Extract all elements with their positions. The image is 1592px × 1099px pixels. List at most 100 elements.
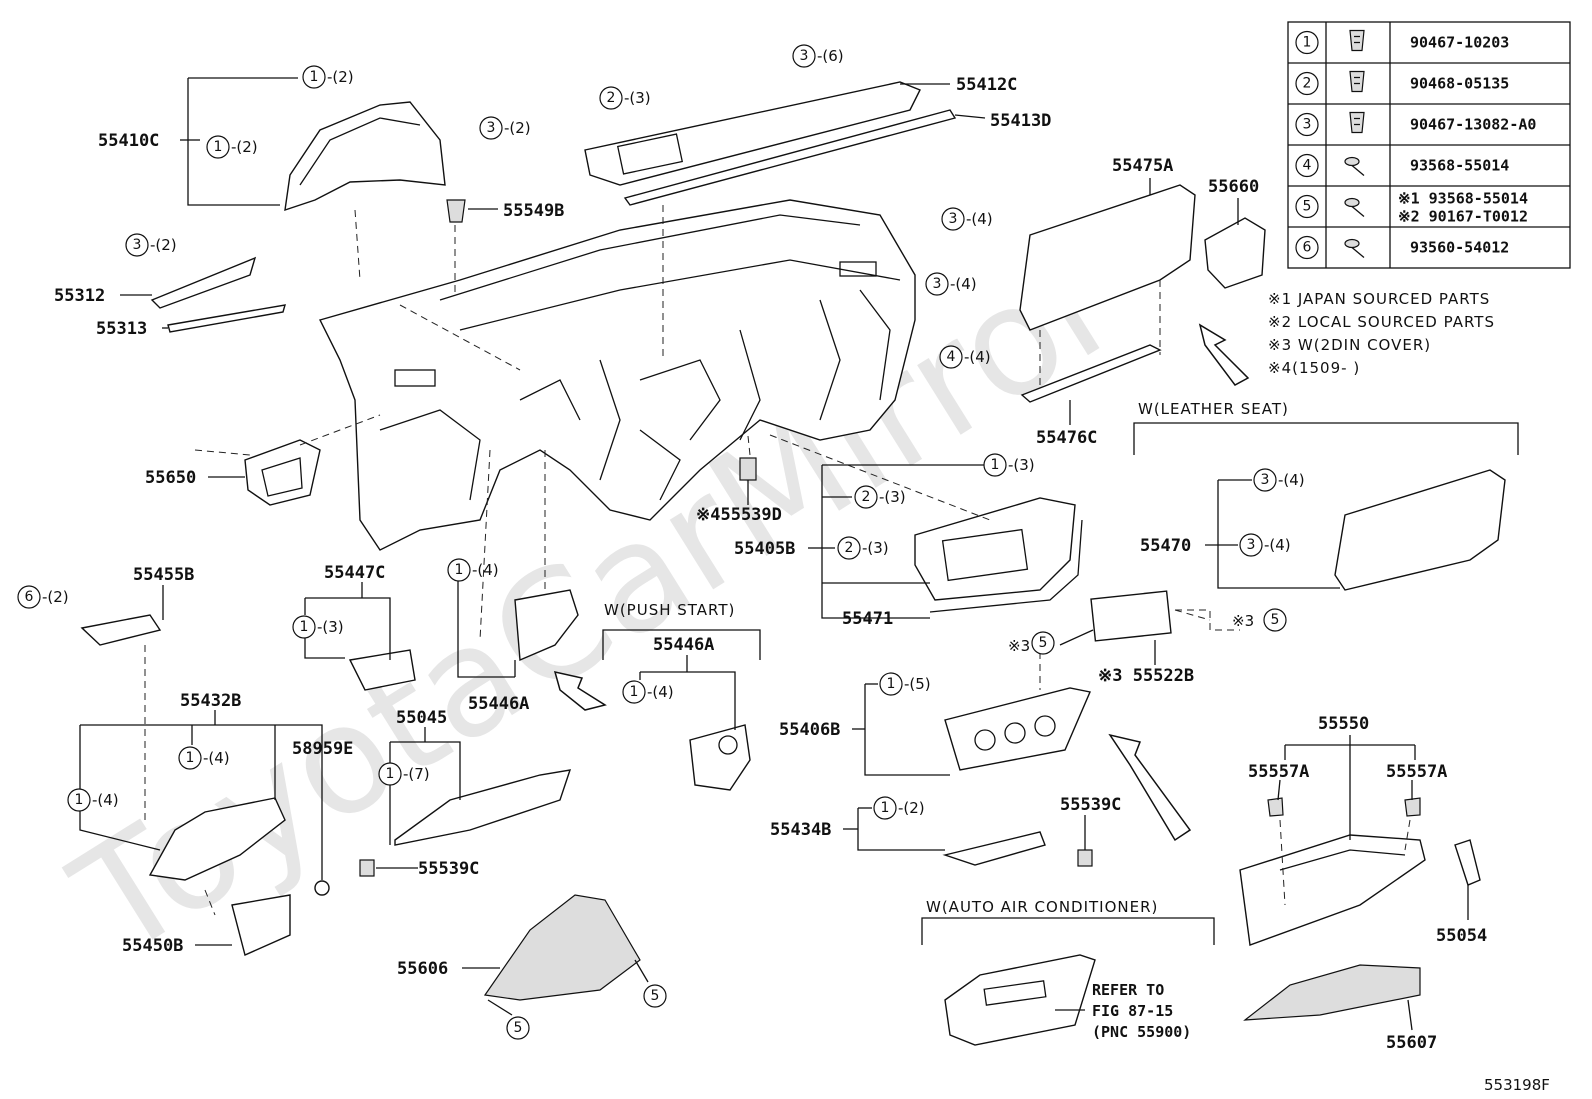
cover-55522B <box>1090 590 1172 642</box>
meter-hood <box>284 101 446 212</box>
callout: 5 <box>1031 631 1055 655</box>
callout-circle <box>1239 533 1263 557</box>
lower-garnish <box>623 109 957 206</box>
part-55550: 55550 <box>1318 714 1369 734</box>
callout-number: 4 <box>947 349 956 365</box>
part-55446A-push: 55446A <box>653 635 714 655</box>
callout-quantity: -(2) <box>898 799 925 817</box>
callout-quantity: -(5) <box>904 675 931 693</box>
callout-number: 1 <box>214 139 223 155</box>
callout-circle <box>925 272 949 296</box>
dashed-leaders <box>144 205 1411 916</box>
legend-number-circle <box>1295 153 1319 178</box>
part-55406B: 55406B <box>779 720 840 740</box>
callout-circle <box>206 135 230 159</box>
callout: 3-(4) <box>1253 468 1305 492</box>
callout: 3-(6) <box>792 44 844 68</box>
legend-part-number-local: ※2 90167-T0012 <box>1398 208 1528 226</box>
bracket-55539D <box>739 457 757 481</box>
part-55410C: 55410C <box>98 131 159 151</box>
glove-box-55550 <box>1239 834 1426 946</box>
part-55522B: ※3 55522B <box>1098 666 1194 686</box>
callout-circle <box>479 116 503 140</box>
callout-circle <box>1031 631 1055 655</box>
callout: 1-(2) <box>206 135 258 159</box>
screw-icon <box>1344 197 1365 217</box>
clip-58959E <box>314 880 330 896</box>
callout-circle <box>939 345 963 369</box>
screw-icon <box>1344 238 1365 258</box>
switch-55446A-push <box>689 724 751 791</box>
part-55045: 55045 <box>396 708 447 728</box>
refer-line-2: FIG 87-15 <box>1092 1002 1173 1020</box>
part-55413D: 55413D <box>990 111 1051 131</box>
callout-quantity: -(4) <box>92 791 119 809</box>
callout: 5 <box>1263 608 1287 632</box>
callout-number: 3 <box>1247 537 1256 553</box>
callout-number: 3 <box>1261 472 1270 488</box>
callout-number: 5 <box>514 1020 523 1036</box>
callout-circle <box>873 796 897 820</box>
lower-cover-55607 <box>1243 964 1421 1021</box>
callout-circle <box>837 536 861 560</box>
callout-circle <box>854 485 878 509</box>
legend-number: 6 <box>1303 240 1312 256</box>
callout: 1-(7) <box>378 762 430 786</box>
bracket-55539C-1 <box>359 859 375 877</box>
part-55313: 55313 <box>96 319 147 339</box>
damper-55557A-1 <box>1267 797 1284 817</box>
callout-number: 3 <box>133 237 142 253</box>
callout-circle <box>292 615 316 639</box>
clip-55549B <box>446 199 466 223</box>
screw-icon <box>1344 156 1365 176</box>
legend-row: 6 93560-54012 <box>1295 235 1509 260</box>
callout-circle <box>125 233 149 257</box>
part-55434B: 55434B <box>770 820 831 840</box>
part-55447C: 55447C <box>324 563 385 583</box>
callout-number: 1 <box>455 562 464 578</box>
clip-icon <box>1349 29 1365 52</box>
callout-number: 1 <box>881 800 890 816</box>
callout-quantity: -(3) <box>624 89 651 107</box>
callout: 4-(4) <box>939 345 991 369</box>
part-55312: 55312 <box>54 286 105 306</box>
label-leather-seat: W(LEATHER SEAT) <box>1138 400 1289 418</box>
callout-quantity: -(3) <box>317 618 344 636</box>
callout-number: 1 <box>75 792 84 808</box>
clip-icon <box>1349 111 1365 134</box>
callout-quantity: -(3) <box>879 488 906 506</box>
part-55412C: 55412C <box>956 75 1017 95</box>
legend-number-circle <box>1295 235 1319 260</box>
callout-circle <box>599 86 623 110</box>
side-register <box>244 439 321 506</box>
panel-55470 <box>1334 469 1506 591</box>
part-55405B: 55405B <box>734 539 795 559</box>
callout: 1-(4) <box>447 558 499 582</box>
legend-part-number: 90467-10203 <box>1410 34 1509 52</box>
switch-55434B <box>942 831 1046 866</box>
bracket-55455B <box>80 614 162 646</box>
callout-number: 1 <box>386 766 395 782</box>
callout-number: 5 <box>1039 635 1048 651</box>
callout-quantity: -(2) <box>504 119 531 137</box>
callout-number: 3 <box>933 276 942 292</box>
part-55476C: 55476C <box>1036 428 1097 448</box>
note-4: ※4(1509- ) <box>1268 359 1360 377</box>
callout: 3-(4) <box>925 272 977 296</box>
part-55557A-left: 55557A <box>1248 762 1309 782</box>
callout: 3-(4) <box>1239 533 1291 557</box>
callout: 6-(2) <box>17 585 69 609</box>
callout: 3-(2) <box>479 116 531 140</box>
part-55455B: 55455B <box>133 565 194 585</box>
callout: 1-(4) <box>178 746 230 770</box>
garnish-55313 <box>167 304 286 333</box>
callout: 1-(3) <box>983 453 1035 477</box>
callout-circle <box>792 44 816 68</box>
callout-quantity: -(4) <box>203 749 230 767</box>
upper-garnish <box>584 81 921 186</box>
legend-part-number: 93560-54012 <box>1410 239 1509 257</box>
note-2: ※2 LOCAL SOURCED PARTS <box>1268 313 1495 331</box>
callout-circle <box>17 585 41 609</box>
callout-circle <box>1253 468 1277 492</box>
